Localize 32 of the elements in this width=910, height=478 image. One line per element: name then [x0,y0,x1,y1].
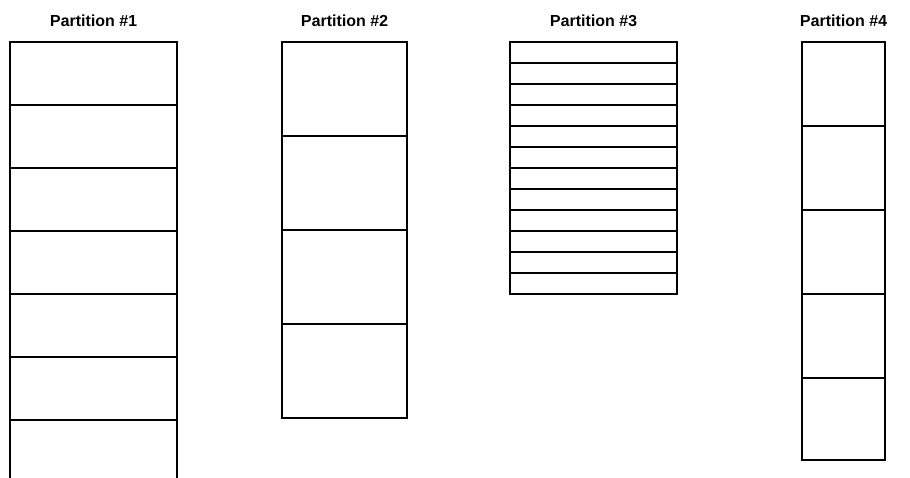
block-cell [9,104,178,169]
block-cell [801,125,886,211]
partition-title: Partition #1 [50,12,138,32]
block-cell [509,83,678,106]
block-cell [281,229,408,325]
block-cell [9,293,178,358]
block-cell [801,377,886,461]
block-cell [509,188,678,211]
block-cell [9,167,178,232]
block-cell [281,135,408,231]
block-cell [801,293,886,379]
block-cell [9,41,178,106]
block-cell [9,230,178,295]
block-cell [281,41,408,137]
partition-title: Partition #2 [300,12,388,32]
block-cell [509,272,678,295]
block-cell [509,146,678,169]
block-cell [509,167,678,190]
block-cell [509,41,678,64]
block-cell [509,251,678,274]
block-cell [509,230,678,253]
block-cell [281,323,408,419]
block-cell [509,104,678,127]
partition-title: Partition #3 [550,12,638,32]
block-cell [509,62,678,85]
block-cell [9,419,178,478]
block-cell [801,41,886,127]
block-cell [801,209,886,295]
block-cell [509,125,678,148]
block-cell [9,356,178,421]
partition-title: Partition #4 [800,12,888,32]
block-cell [509,209,678,232]
